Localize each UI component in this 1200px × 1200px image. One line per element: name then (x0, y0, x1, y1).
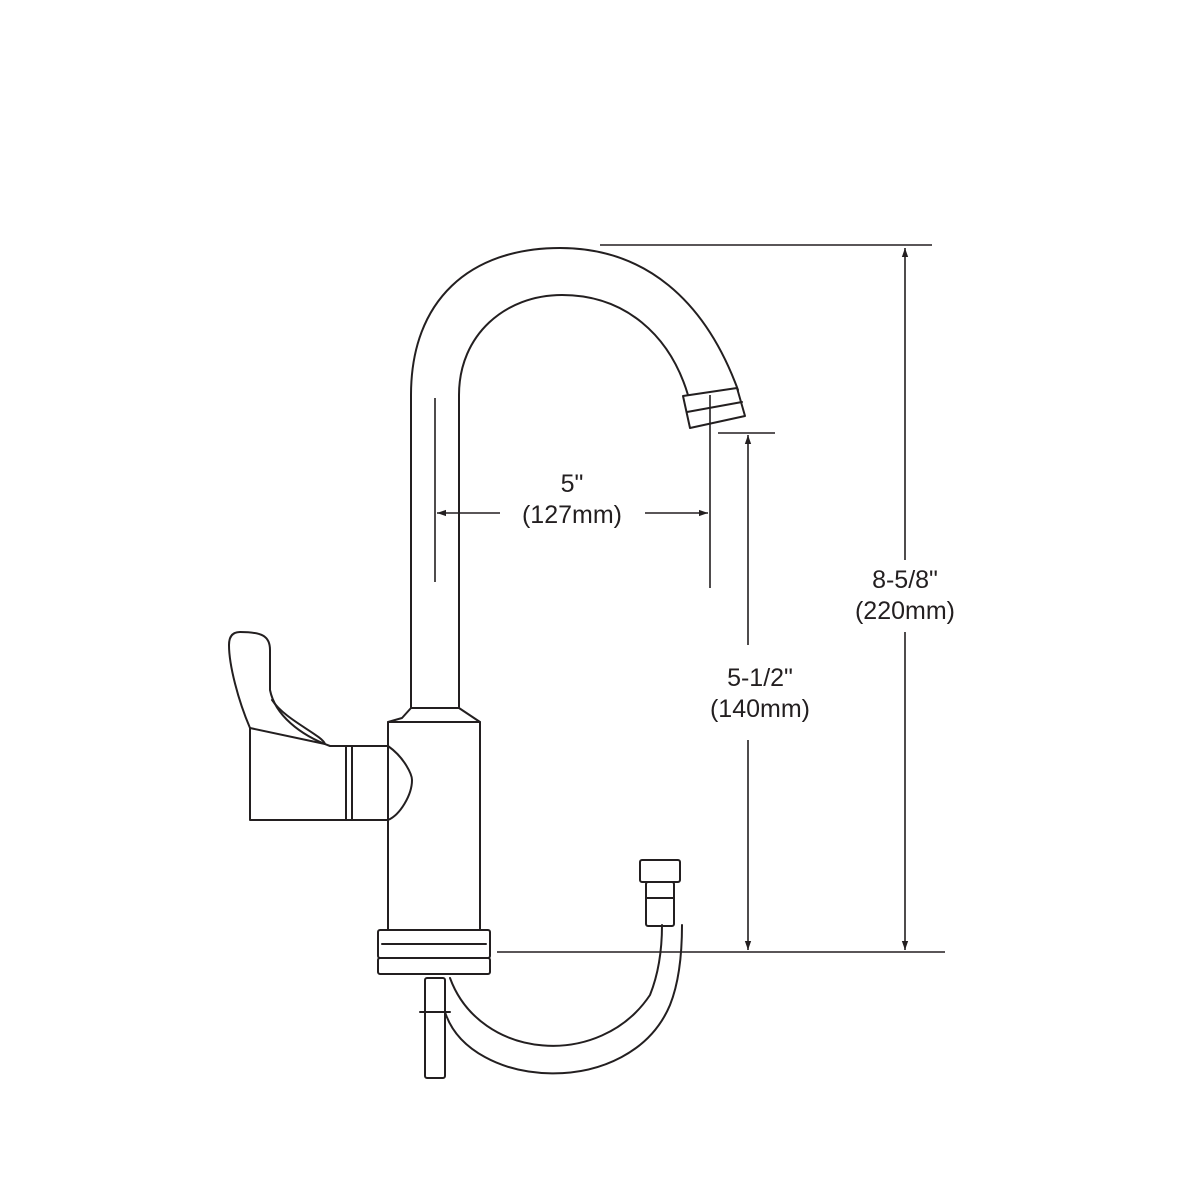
dimension-spout-reach: 5" (127mm) (434, 395, 711, 588)
dimension-overall-height: 8-5/8" (220mm) (600, 244, 955, 950)
spout-inner-curve (458, 294, 689, 709)
lever-contour-line (249, 699, 326, 745)
clearance-imperial-label: 5-1/2" (727, 664, 793, 692)
handle-hub (345, 745, 413, 821)
hose-fitting-body (645, 881, 675, 927)
lever-handle (228, 631, 347, 821)
faucet-outline (228, 247, 746, 1079)
supply-hose-outer (444, 924, 683, 1075)
mounting-shank (424, 977, 446, 1079)
faucet-body (387, 707, 481, 931)
dimension-spout-clearance: 5-1/2" (140mm) (497, 432, 945, 953)
height-metric-label: (220mm) (855, 597, 955, 625)
spout-outer-curve (410, 247, 739, 709)
height-imperial-label: 8-5/8" (872, 566, 938, 594)
hose-fitting-nut (639, 859, 681, 883)
reach-imperial-label: 5" (561, 470, 584, 498)
supply-hose (449, 924, 663, 1047)
reach-metric-label: (127mm) (522, 501, 622, 529)
aerator-tip (682, 387, 746, 429)
base-flange-lower (377, 957, 491, 975)
clearance-metric-label: (140mm) (710, 695, 810, 723)
aerator-line (686, 401, 743, 413)
